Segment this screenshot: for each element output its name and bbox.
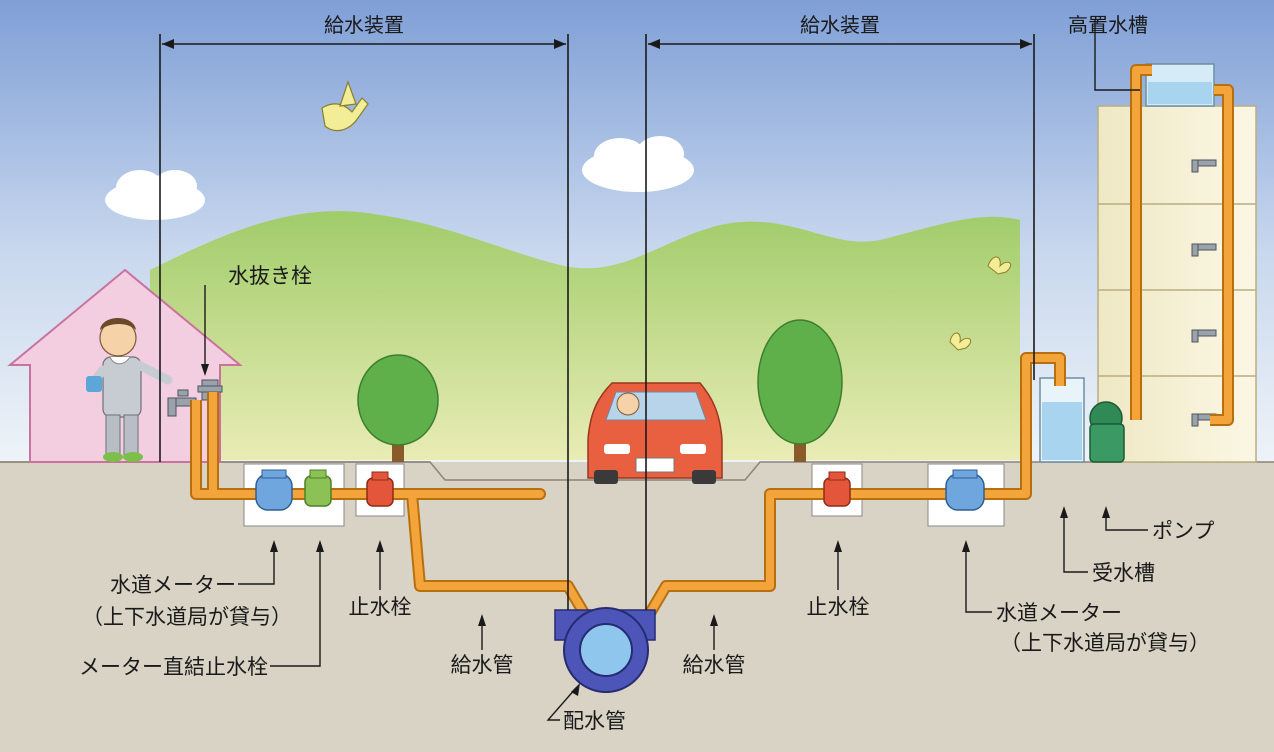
butterfly-icon: [987, 256, 1012, 275]
stopcock-right-icon: [823, 471, 851, 507]
meter-left-label-line2: （上下水道局が貸与）: [82, 605, 292, 629]
water-meter-right-icon: [945, 469, 985, 511]
cloud-left: [105, 170, 205, 220]
butterfly-icon-2: [949, 332, 972, 351]
pump-label: ポンプ: [1152, 519, 1214, 543]
cloud-center: [582, 136, 694, 192]
receiving-tank-label: 受水槽: [1092, 561, 1155, 585]
meter-right-label-line2: （上下水道局が貸与）: [1000, 631, 1210, 655]
meter-left-label-line1: 水道メーター: [110, 573, 236, 597]
supply-pipe-right-label: 給水管: [683, 653, 746, 677]
car: [587, 382, 723, 484]
supply-device-right-range: [645, 34, 1035, 610]
stopcock-right-label: 止水栓: [807, 595, 870, 619]
drain-plug-label: 水抜き栓: [228, 264, 312, 288]
tree-right: [757, 319, 843, 462]
stopcock-left-label: 止水栓: [349, 595, 412, 619]
bird-icon: [321, 80, 369, 132]
meter-direct-stopcock-label: メーター直結止水栓: [79, 655, 268, 679]
elevated-tank-icon: [1145, 63, 1215, 107]
supply-device-left-range: [159, 34, 569, 610]
receiving-tank-icon: [1039, 377, 1085, 463]
supply-device-left-label: 給水装置: [324, 13, 404, 37]
pump-icon: [1089, 401, 1125, 463]
ground: [0, 462, 1274, 752]
water-meter-left-icon: [255, 469, 293, 511]
stopcock-left-icon: [366, 471, 394, 507]
distribution-pipe-label: 配水管: [563, 709, 626, 733]
supply-pipe-left-label: 給水管: [451, 653, 514, 677]
meter-right-label-line1: 水道メーター: [996, 601, 1122, 625]
building-faucets: [1191, 159, 1217, 427]
supply-device-right-label: 給水装置: [800, 13, 880, 37]
distribution-main-icon: [554, 607, 656, 693]
elevated-tank-label: 高置水槽: [1068, 13, 1148, 37]
tree-left: [357, 354, 439, 462]
meter-direct-stopcock-icon: [304, 469, 332, 507]
person-figure: [86, 318, 173, 462]
leader-lines: [201, 20, 1148, 721]
